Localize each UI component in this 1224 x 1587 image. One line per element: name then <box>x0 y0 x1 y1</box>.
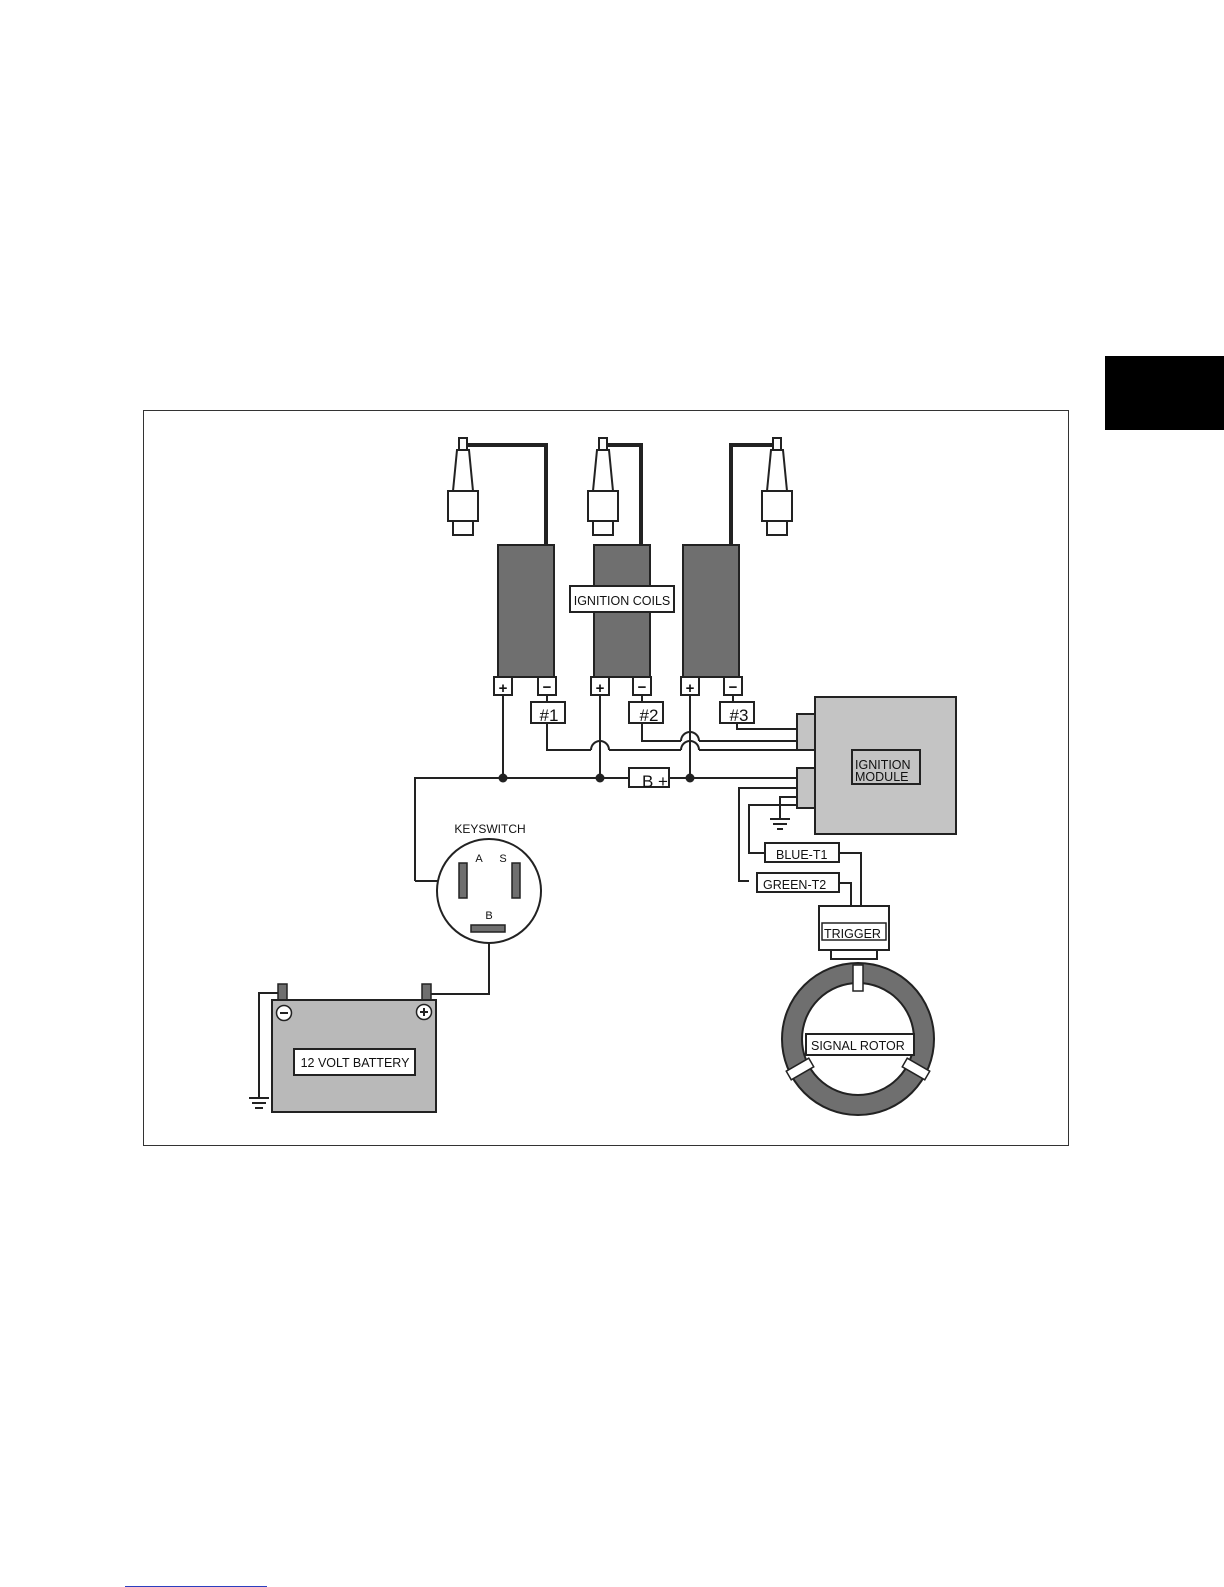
ignition-coil-1: + − <box>494 545 556 697</box>
keyswitch-terminal-b-label: B <box>485 910 492 922</box>
coil-1-minus-symbol: − <box>543 679 552 696</box>
coil-2-plus-symbol: + <box>596 680 605 697</box>
page-tab-marker <box>1105 356 1224 430</box>
junction-dot <box>596 774 605 783</box>
ignition-coils-label: IGNITION COILS <box>574 594 671 608</box>
ignition-module: IGNITION MODULE <box>797 697 956 834</box>
signal-rotor-label: SIGNAL ROTOR <box>811 1039 905 1053</box>
green-t2-label: GREEN-T2 <box>763 878 826 892</box>
coil-2-minus-symbol: − <box>638 679 647 696</box>
battery-12v: 12 VOLT BATTERY <box>272 984 436 1112</box>
keyswitch-label: KEYSWITCH <box>454 822 525 836</box>
trigger-sensor: TRIGGER <box>819 906 889 959</box>
b-plus-label: B + <box>642 772 668 791</box>
coil-3-plus-symbol: + <box>686 680 695 697</box>
ignition-coil-3: + − <box>681 545 742 697</box>
coil-3-minus-symbol: − <box>729 679 738 696</box>
coil-1-tag: #1 <box>540 706 559 725</box>
spark-plug-lead-3 <box>731 438 792 546</box>
diagram-frame: + − + − + − IGNITION COILS <box>143 410 1069 1146</box>
coil-3-tag: #3 <box>730 706 749 725</box>
trigger-label: TRIGGER <box>824 927 881 941</box>
battery-label: 12 VOLT BATTERY <box>301 1056 411 1070</box>
junction-dot <box>499 774 508 783</box>
keyswitch: KEYSWITCH A S B <box>437 822 541 943</box>
keyswitch-terminal-a-label: A <box>475 853 483 865</box>
ignition-wiring-diagram: + − + − + − IGNITION COILS <box>144 411 1068 1145</box>
coil-1-plus-symbol: + <box>499 680 508 697</box>
ignition-coil-2: + − <box>591 545 651 697</box>
spark-plug-lead-1 <box>448 438 546 546</box>
signal-rotor: SIGNAL ROTOR <box>782 963 934 1115</box>
ignition-module-label-line2: MODULE <box>855 770 908 784</box>
junction-dot <box>686 774 695 783</box>
spark-plug-lead-2 <box>588 438 641 546</box>
coil-2-tag: #2 <box>640 706 659 725</box>
keyswitch-terminal-s-label: S <box>499 853 506 865</box>
blue-t1-label: BLUE-T1 <box>776 848 827 862</box>
